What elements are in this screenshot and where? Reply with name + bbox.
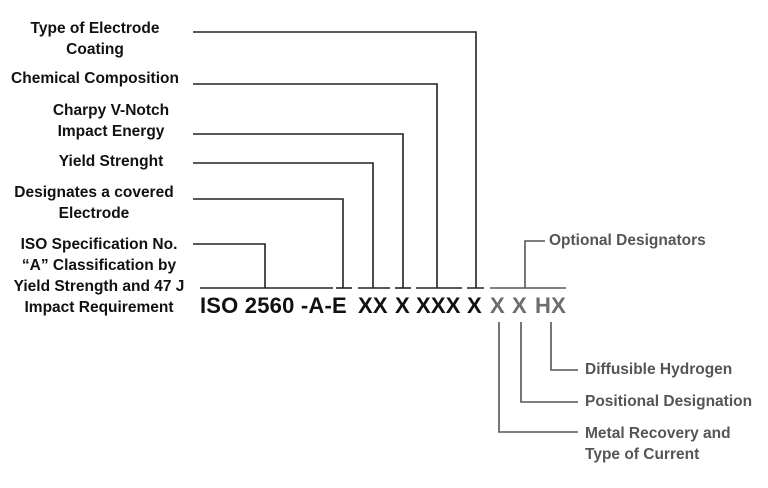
label-line: Impact Requirement [24, 299, 174, 316]
label-line: Type of Current [585, 446, 700, 463]
label-line: Yield Strength and 47 J [13, 278, 185, 295]
label-charpy: Charpy V-Notch Impact Energy [36, 100, 186, 142]
code-chemistry: XXX [416, 293, 461, 318]
connector-optional-designators [524, 240, 545, 288]
code-yield: XX [358, 293, 388, 318]
label-line: Designates a covered [14, 184, 174, 201]
code-metal-recovery: X [490, 293, 505, 318]
label-covered-electrode: Designates a covered Electrode [4, 182, 184, 224]
label-line: Type of Electrode [30, 20, 160, 37]
label-line: Diffusible Hydrogen [585, 361, 733, 378]
label-chemical-composition: Chemical Composition [2, 68, 188, 89]
label-electrode-coating: Type of Electrode Coating [10, 18, 180, 60]
connector-chemical-composition [193, 83, 438, 288]
connector-yield-strength [193, 162, 374, 288]
label-positional-designation: Positional Designation [585, 391, 752, 412]
connector-charpy [193, 133, 404, 288]
code-iso-prefix: ISO 2560 -A-E [200, 293, 347, 318]
label-yield-strength: Yield Strenght [46, 151, 176, 172]
label-line: Charpy V-Notch [52, 102, 170, 119]
label-line: Metal Recovery and [585, 425, 731, 442]
label-optional-designators: Optional Designators [549, 230, 706, 251]
label-line: Electrode [58, 205, 130, 222]
code-coating: X [467, 293, 482, 318]
code-charpy: X [395, 293, 410, 318]
label-diffusible-hydrogen: Diffusible Hydrogen [585, 359, 732, 380]
connector-covered-electrode [193, 198, 344, 288]
label-line: Yield Strenght [58, 153, 164, 170]
label-iso-spec: ISO Specification No. “A” Classification… [6, 234, 192, 318]
label-line: Positional Designation [585, 393, 753, 410]
label-line: ISO Specification No. [20, 236, 178, 253]
label-line: Coating [66, 41, 124, 58]
connector-electrode-coating [193, 31, 477, 288]
connector-diffusible-hydrogen [550, 322, 578, 371]
connector-metal-recovery [498, 322, 578, 433]
label-line: “A” Classification by [21, 257, 177, 274]
connector-iso-spec [193, 243, 266, 288]
label-line: Chemical Composition [11, 70, 179, 87]
code-position: X [512, 293, 527, 318]
code-hydrogen: HX [535, 293, 566, 318]
label-metal-recovery: Metal Recovery and Type of Current [585, 423, 731, 465]
connector-positional-designation [520, 322, 578, 403]
label-line: Optional Designators [549, 232, 706, 249]
label-line: Impact Energy [57, 123, 165, 140]
